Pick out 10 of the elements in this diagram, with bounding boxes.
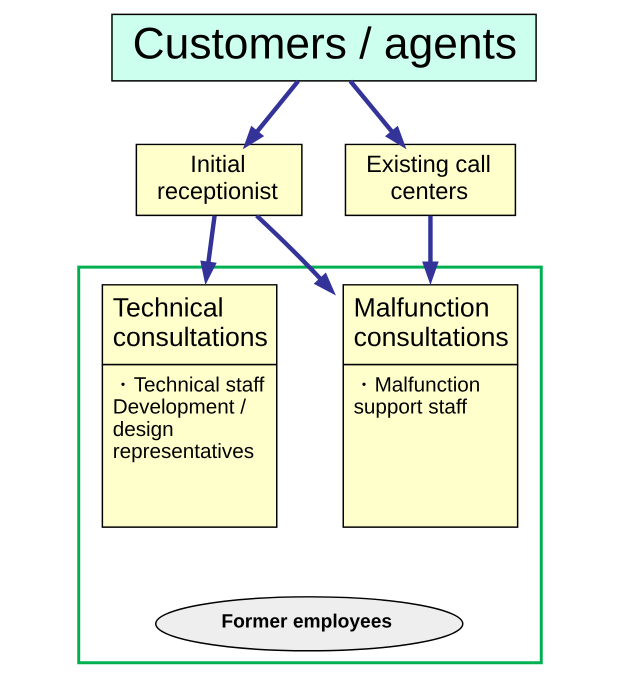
cluster [76,266,542,664]
arrow [242,80,300,150]
node-ellipse: Former employees [154,596,464,652]
node-box: Customers / agents [110,14,536,82]
node-box: Initial receptionist [135,144,302,216]
node-box: Existing call centers [344,144,516,216]
arrow [254,214,336,296]
arrow [200,215,216,286]
arrow [348,80,406,150]
arrow [422,216,438,286]
